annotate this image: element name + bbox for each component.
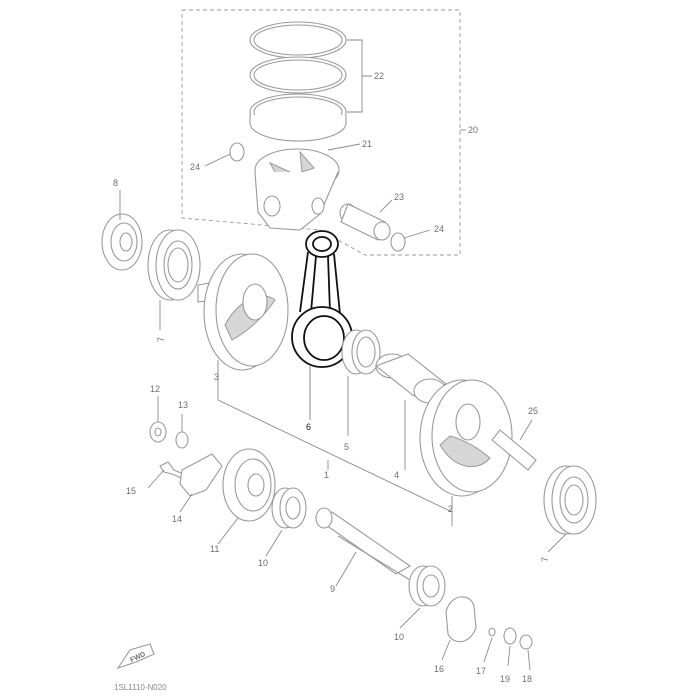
callout-24-upper: 24 [190, 162, 200, 172]
callout-17: 17 [476, 666, 486, 676]
bearing-10-right [408, 565, 446, 607]
callout-7-lower: 7 [540, 557, 550, 562]
piston [254, 148, 340, 231]
callout-4: 4 [394, 470, 399, 480]
nut-18 [519, 634, 533, 650]
washer-19 [503, 627, 517, 645]
callout-1: 1 [324, 470, 329, 480]
callout-8: 8 [113, 178, 118, 188]
callout-10-left: 10 [258, 558, 268, 568]
callout-7-upper: 7 [156, 337, 166, 342]
callout-14: 14 [172, 514, 182, 524]
callout-2: 2 [448, 504, 453, 514]
balancer-shaft [314, 507, 412, 581]
callout-9: 9 [330, 584, 335, 594]
callout-11: 11 [210, 544, 219, 554]
key-17 [488, 627, 496, 637]
callout-15: 15 [126, 486, 136, 496]
connecting-rod [291, 230, 353, 368]
bearing-right-lower [543, 465, 597, 535]
callout-12: 12 [150, 384, 160, 394]
callout-21: 21 [362, 139, 372, 149]
primary-drive-gear [222, 448, 276, 522]
callout-22: 22 [374, 71, 384, 81]
timing-sprocket [101, 213, 143, 271]
callout-23: 23 [394, 192, 404, 202]
spacer-13 [175, 431, 189, 449]
piston-pin [339, 203, 391, 241]
crank-web-right [419, 379, 537, 497]
circlip-right [390, 232, 406, 252]
fwd-arrow-icon: FWD [116, 643, 155, 670]
washer-12-inner [154, 427, 162, 437]
callout-5: 5 [344, 442, 349, 452]
callout-18: 18 [522, 674, 532, 684]
circlip-left [229, 142, 245, 162]
needle-bearing [341, 329, 381, 375]
callout-20: 20 [468, 125, 478, 135]
balancer-weight [445, 596, 477, 643]
assembly-bracket-1 [217, 384, 453, 526]
bearing-10-left [271, 487, 307, 529]
callout-24-lower: 24 [434, 224, 444, 234]
piston-rings [249, 21, 347, 142]
bearing-left-upper [147, 229, 201, 301]
piston-assembly-boundary [181, 9, 461, 256]
crank-web-left [197, 253, 289, 371]
callout-16: 16 [434, 664, 444, 674]
leader-lines [119, 39, 567, 671]
callout-13: 13 [178, 400, 188, 410]
assembly-bracket-3 [217, 372, 329, 470]
callout-19: 19 [500, 674, 510, 684]
diagram-code: 1SL1110-N020 [114, 683, 167, 692]
callout-6: 6 [306, 422, 311, 432]
plate-14 [179, 453, 223, 497]
callout-25: 25 [528, 406, 538, 416]
callout-3: 3 [214, 372, 219, 382]
callout-10-right: 10 [394, 632, 404, 642]
